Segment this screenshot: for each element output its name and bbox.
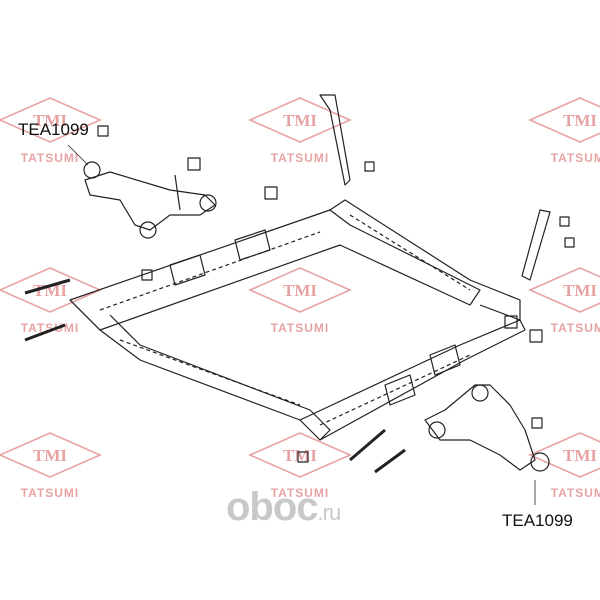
- watermark-brand: TMI: [33, 111, 67, 130]
- watermark-company: TATSUMI: [271, 321, 330, 335]
- watermark-company: TATSUMI: [551, 321, 600, 335]
- watermark-tile: TMI TATSUMI: [528, 267, 600, 335]
- watermark-brand: TMI: [563, 446, 597, 465]
- watermark-brand: TMI: [33, 446, 67, 465]
- watermark-brand: TMI: [563, 111, 597, 130]
- watermark-tile: TMI TATSUMI: [0, 97, 102, 165]
- watermark-layer: TMI TATSUMI TMI TATSUMI TMI TATSUMI TMI TATSUMI…: [0, 97, 600, 500]
- watermark-tile: TMI TATSUMI: [0, 432, 102, 500]
- watermark-diamond: [528, 97, 600, 143]
- watermark-company: TATSUMI: [21, 321, 80, 335]
- part-label-top: TEA1099: [18, 120, 89, 139]
- watermark-tile: TMI TATSUMI: [248, 432, 352, 500]
- watermark-company: TATSUMI: [21, 151, 80, 165]
- watermark-company: TATSUMI: [271, 486, 330, 500]
- watermark-company: TATSUMI: [551, 486, 600, 500]
- watermark-tile: TMI TATSUMI: [0, 267, 102, 335]
- watermark-diamond: [0, 432, 102, 478]
- watermark-tile: TMI TATSUMI: [248, 267, 352, 335]
- watermark-tile: TMI TATSUMI: [528, 97, 600, 165]
- part-label-bottom: TEA1099: [502, 511, 573, 530]
- watermark-company: TATSUMI: [21, 486, 80, 500]
- watermark-tile: TMI TATSUMI: [248, 97, 352, 165]
- watermark-brand: TMI: [283, 446, 317, 465]
- watermark-tile: TMI TATSUMI: [528, 432, 600, 500]
- watermark-company: TATSUMI: [271, 151, 330, 165]
- subframe-drawing: [24, 94, 575, 505]
- watermark-diamond: [248, 97, 352, 143]
- watermark-brand: TMI: [283, 111, 317, 130]
- watermark-brand: TMI: [283, 281, 317, 300]
- site-logo: oboc.ru: [226, 485, 342, 530]
- site-logo-name: oboc: [226, 485, 319, 529]
- watermark-company: TATSUMI: [551, 151, 600, 165]
- watermark-diamond: [248, 432, 352, 478]
- watermark-diamond: [528, 432, 600, 478]
- site-logo-domain: .ru: [317, 500, 342, 525]
- watermark-diamond: [528, 267, 600, 313]
- watermark-brand: TMI: [563, 281, 597, 300]
- watermark-diamond: [0, 97, 102, 143]
- watermark-diamond: [248, 267, 352, 313]
- watermark-brand: TMI: [33, 281, 67, 300]
